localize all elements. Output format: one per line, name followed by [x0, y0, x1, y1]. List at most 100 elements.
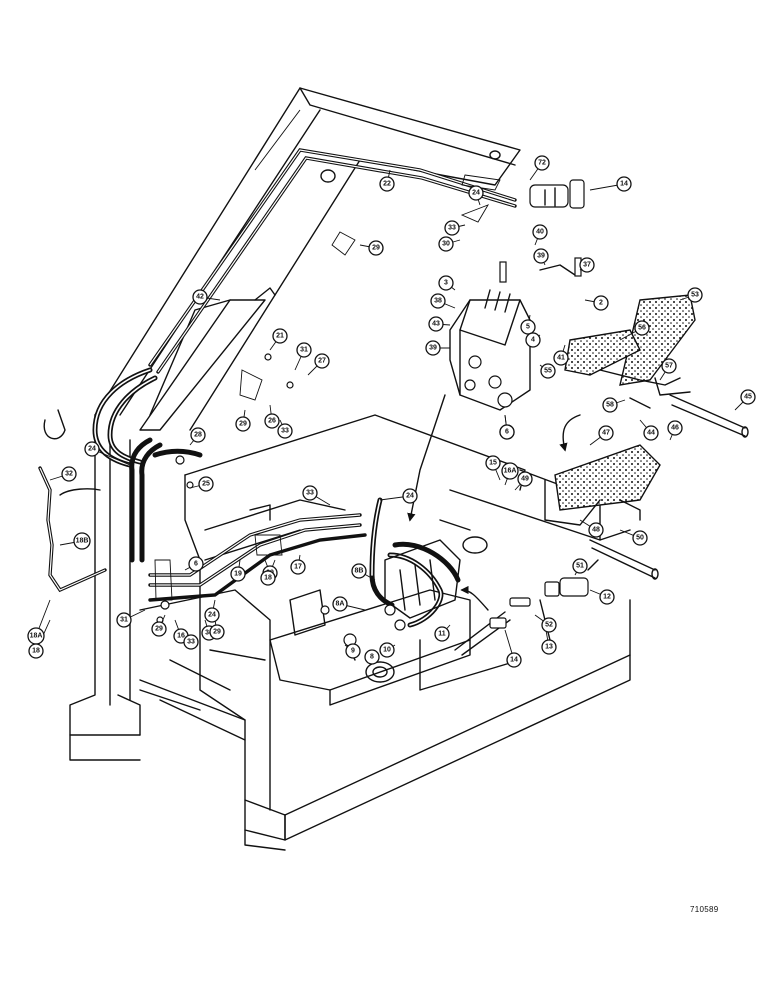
callout-label: 32: [65, 471, 73, 478]
upper-quick-coupler: [529, 179, 585, 209]
callout-label: 29: [213, 629, 221, 636]
callout-label: 72: [538, 160, 546, 167]
callout-label: 8: [370, 654, 374, 661]
callout-label: 9: [351, 648, 355, 655]
callout-label: 22: [383, 181, 391, 188]
callout-label: 29: [372, 245, 380, 252]
callout-label: 16A: [504, 468, 517, 475]
hydraulic-tubes: [38, 148, 517, 602]
callout-label: 53: [691, 292, 699, 299]
callout-label: 49: [521, 476, 529, 483]
callout-33: 33: [277, 423, 293, 439]
callout-label: 19: [234, 571, 242, 578]
callout-47: 47: [598, 425, 614, 441]
foot-pedals: [544, 294, 749, 580]
callout-18b: 18B: [73, 532, 91, 550]
callout-33: 33: [183, 634, 199, 650]
callout-55: 55: [540, 363, 556, 379]
callout-label: 50: [636, 535, 644, 542]
callout-label: 33: [281, 428, 289, 435]
callout-24: 24: [204, 607, 220, 623]
callout-label: 14: [620, 181, 628, 188]
callout-label: 39: [429, 345, 437, 352]
callout-label: 30: [442, 241, 450, 248]
callout-53: 53: [687, 287, 703, 303]
callout-58: 58: [602, 397, 618, 413]
callout-label: 58: [606, 402, 614, 409]
callout-label: 48: [592, 527, 600, 534]
callout-52: 52: [541, 617, 557, 633]
callout-label: 44: [647, 430, 655, 437]
callout-15: 15: [485, 455, 501, 471]
callout-72: 72: [534, 155, 550, 171]
callout-40: 40: [532, 224, 548, 240]
callout-label: 40: [536, 229, 544, 236]
callout-29: 29: [368, 240, 384, 256]
callout-49: 49: [517, 471, 533, 487]
callout-32: 32: [61, 466, 77, 482]
callout-label: 42: [196, 294, 204, 301]
callout-27: 27: [314, 353, 330, 369]
callout-42: 42: [192, 289, 208, 305]
callout-label: 24: [208, 612, 216, 619]
callout-37: 37: [579, 257, 595, 273]
callout-26: 26: [264, 413, 280, 429]
callout-label: 16: [177, 633, 185, 640]
drawing-number: 710589: [690, 905, 719, 914]
callout-31: 31: [296, 342, 312, 358]
hydraulic-hoses: [92, 367, 461, 628]
callout-8a: 8A: [332, 596, 348, 612]
callout-label: 21: [276, 333, 284, 340]
callout-29: 29: [235, 416, 251, 432]
callout-14: 14: [506, 652, 522, 668]
fasteners: [43, 174, 531, 656]
callout-label: 57: [665, 363, 673, 370]
callout-6: 6: [499, 424, 515, 440]
callout-label: 33: [187, 639, 195, 646]
callout-label: 51: [576, 563, 584, 570]
callout-label: 4: [531, 337, 535, 344]
callout-label: 38: [434, 298, 442, 305]
callout-label: 18A: [30, 633, 43, 640]
callout-4: 4: [525, 332, 541, 348]
callout-24: 24: [468, 185, 484, 201]
callout-label: 31: [300, 347, 308, 354]
callout-30: 30: [438, 236, 454, 252]
callout-label: 37: [583, 262, 591, 269]
callout-22: 22: [379, 176, 395, 192]
callout-label: 31: [120, 617, 128, 624]
callout-6: 6: [188, 556, 204, 572]
callout-33: 33: [302, 485, 318, 501]
callout-2: 2: [593, 295, 609, 311]
callout-39: 39: [533, 248, 549, 264]
callout-43: 43: [428, 316, 444, 332]
callout-11: 11: [434, 626, 450, 642]
callout-label: 13: [545, 644, 553, 651]
callout-57: 57: [661, 358, 677, 374]
callout-13: 13: [541, 639, 557, 655]
callout-leaders: [35, 162, 749, 661]
callout-50: 50: [632, 530, 648, 546]
callout-39: 39: [425, 340, 441, 356]
callout-17: 17: [290, 559, 306, 575]
callout-label: 10: [383, 647, 391, 654]
callout-12: 12: [599, 589, 615, 605]
callout-48: 48: [588, 522, 604, 538]
callout-label: 47: [602, 430, 610, 437]
callout-label: 27: [318, 358, 326, 365]
callout-24: 24: [402, 488, 418, 504]
callout-label: 26: [268, 418, 276, 425]
callout-label: 45: [744, 394, 752, 401]
callout-label: 11: [438, 631, 446, 638]
callout-10: 10: [379, 642, 395, 658]
callout-label: 17: [294, 564, 302, 571]
callout-label: 15: [489, 460, 497, 467]
callout-label: 24: [472, 190, 480, 197]
callout-18a: 18A: [27, 627, 45, 645]
callout-14: 14: [616, 176, 632, 192]
callout-44: 44: [643, 425, 659, 441]
callout-28: 28: [190, 427, 206, 443]
callout-9: 9: [345, 643, 361, 659]
callout-24: 24: [84, 441, 100, 457]
